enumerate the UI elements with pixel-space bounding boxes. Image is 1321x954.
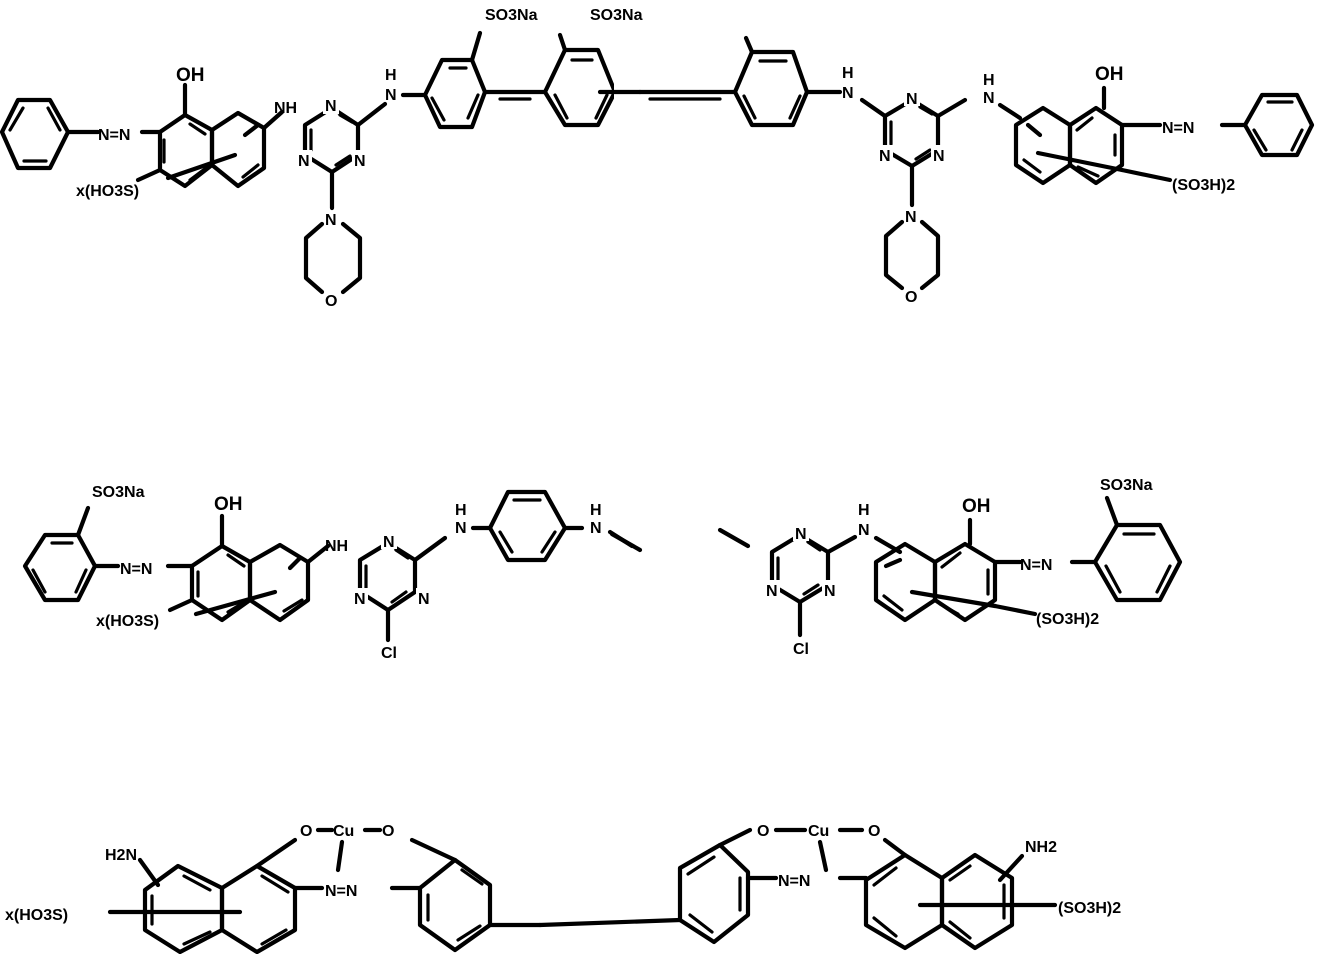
morpholine-n-label: N	[325, 212, 337, 229]
morpholine-n-label: N	[905, 209, 917, 226]
amine-h-label: H	[385, 67, 397, 84]
azo-label: N=N	[325, 883, 357, 900]
biphenyl-bond	[537, 917, 683, 928]
oxygen-label: O	[757, 823, 769, 840]
azo-label: N=N	[120, 561, 152, 578]
hydroxyl-label: OH	[176, 65, 205, 86]
benzene-ring	[422, 57, 488, 130]
bond	[609, 531, 643, 553]
naphthalene-ring	[863, 852, 1058, 951]
benzene-ring	[487, 489, 568, 563]
triazine-n-label: N	[766, 583, 778, 600]
copper-label: Cu	[808, 823, 829, 840]
azo-label: N=N	[1162, 120, 1194, 137]
amine-h-label: H	[455, 502, 467, 519]
amine-h-label: H	[983, 72, 995, 89]
triazine-n-label: N	[418, 591, 430, 608]
amine-h-label: H	[590, 502, 602, 519]
triazine-n-label: N	[906, 91, 918, 108]
oxygen-label: O	[868, 823, 880, 840]
sulfonic-acid-label: x(HO3S)	[5, 907, 68, 924]
amine-n-label: N	[858, 522, 870, 539]
triazine-ring	[357, 540, 418, 613]
sulfonic-acid-label: (SO3H)2	[1058, 900, 1121, 917]
hydroxyl-label: OH	[962, 496, 991, 517]
chlorine-label: Cl	[793, 641, 809, 658]
amine-label: NH	[274, 100, 297, 117]
triazine-n-label: N	[824, 583, 836, 600]
triazine-ring	[302, 105, 361, 175]
sulfonate-label: SO3Na	[92, 484, 145, 501]
azo-label: N=N	[1020, 557, 1052, 574]
amine-n-label: N	[983, 90, 995, 107]
naphthalene-ring	[157, 110, 267, 189]
sulfonate-label: SO3Na	[1100, 477, 1153, 494]
chlorine-label: Cl	[381, 645, 397, 662]
hydroxyl-label: OH	[1095, 64, 1124, 85]
naphthalene-ring	[107, 863, 298, 954]
benzene-ring	[0, 97, 71, 171]
triazine-n-label: N	[879, 148, 891, 165]
amine-n-label: N	[842, 85, 854, 102]
amine-label: NH	[325, 538, 348, 555]
oxygen-label: O	[300, 823, 312, 840]
sulfonate-label: SO3Na	[590, 7, 643, 24]
triazine-n-label: N	[933, 148, 945, 165]
triazine-n-label: N	[383, 534, 395, 551]
azo-label: N=N	[778, 873, 810, 890]
sulfonic-acid-label: x(HO3S)	[76, 183, 139, 200]
amine-n-label: N	[455, 520, 467, 537]
amino-label: NH2	[1025, 839, 1057, 856]
triazine-n-label: N	[325, 98, 337, 115]
amine-h-label: H	[842, 65, 854, 82]
naphthalene-ring	[1013, 105, 1125, 186]
amine-h-label: H	[858, 502, 870, 519]
stilbene-bridge	[597, 89, 738, 101]
triazine-n-label: N	[354, 153, 366, 170]
benzene-ring	[677, 842, 751, 945]
benzene-ring	[1242, 92, 1315, 158]
triazine-n-label: N	[354, 591, 366, 608]
naphthalene-ring	[873, 541, 998, 623]
copper-label: Cu	[333, 823, 354, 840]
naphthalene-ring	[189, 542, 311, 623]
triazine-ring	[769, 532, 831, 605]
structure-3: H2N x(HO3S) O Cu O N=N	[5, 823, 543, 954]
morpholine-o-label: O	[905, 289, 917, 306]
morpholine-o-label: O	[325, 293, 337, 310]
sulfonic-acid-label: x(HO3S)	[96, 613, 159, 630]
structure-2: SO3Na N=N OH x(HO3S) NH	[22, 484, 635, 662]
sulfonate-label: SO3Na	[485, 7, 538, 24]
hydroxyl-label: OH	[214, 494, 243, 515]
sulfonic-acid-label: (SO3H)2	[1036, 611, 1099, 628]
sulfonic-acid-label: (SO3H)2	[1172, 177, 1235, 194]
benzene-ring	[542, 47, 618, 128]
oxygen-label: O	[382, 823, 394, 840]
structure-3-right: O Cu O N=N NH2 (SO3H)2	[677, 823, 1121, 951]
benzene-ring	[1092, 522, 1183, 603]
triazine-n-label: N	[298, 153, 310, 170]
structure-1-right: N N N N O H N OH N=N	[732, 35, 1315, 306]
amino-label: H2N	[105, 847, 137, 864]
benzene-ring	[417, 857, 493, 953]
triazine-n-label: N	[795, 526, 807, 543]
benzene-ring	[732, 49, 810, 128]
amine-n-label: N	[385, 87, 397, 104]
azo-label: N=N	[98, 127, 130, 144]
benzene-ring	[22, 532, 98, 603]
structure-2-right: N N N Cl H N OH N=N	[717, 477, 1183, 658]
amine-n-label: N	[590, 520, 602, 537]
